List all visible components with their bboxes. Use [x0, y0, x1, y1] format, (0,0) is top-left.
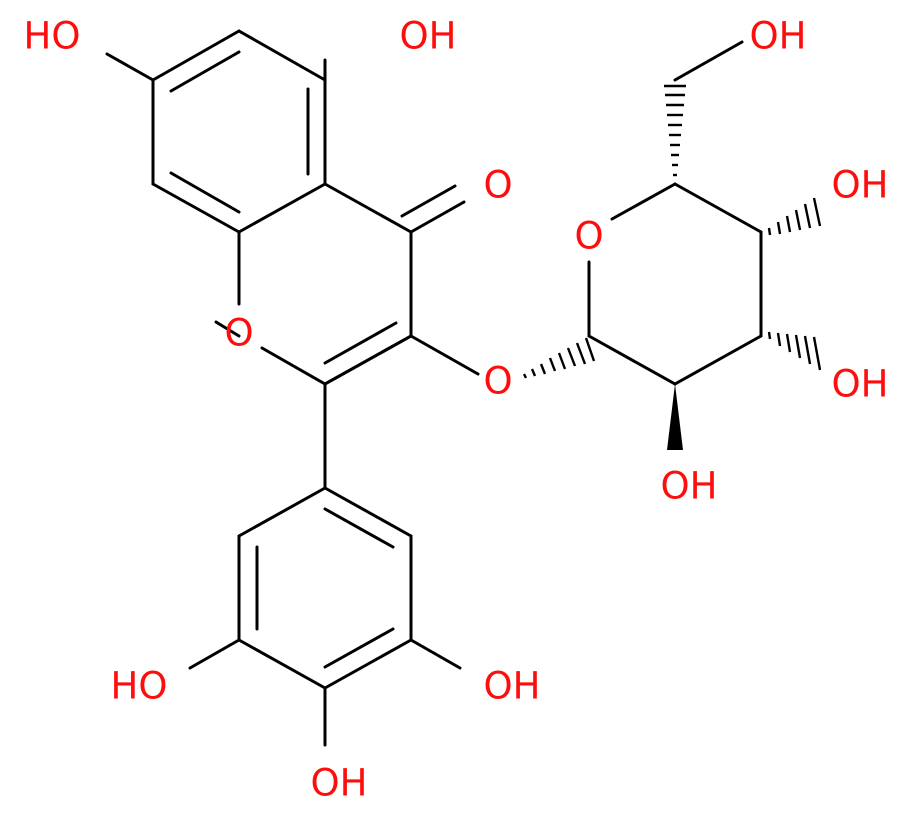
label-oh-3-sugar: OH	[832, 363, 889, 406]
label-glycosidic-o: O	[483, 360, 512, 403]
label-ring-o-chromone: O	[224, 312, 253, 355]
label-oh-5-phenyl: OH	[484, 665, 541, 708]
a-ring	[151, 29, 327, 234]
glycosidic-link	[409, 334, 596, 379]
c-ring	[214, 182, 466, 386]
hashed-bond-c3	[767, 331, 822, 371]
wedge-bond-c2	[667, 384, 683, 450]
a-ring-substituents	[105, 52, 327, 82]
label-oh-6-sugar: OH	[750, 15, 807, 58]
label-oh-4-sugar: OH	[832, 164, 889, 207]
label-oh-2-sugar: OH	[661, 465, 718, 508]
hashed-bond-c1	[522, 337, 596, 379]
atom-labels: HO OH O O O O OH OH OH OH HO OH OH	[24, 15, 889, 805]
b-ring	[188, 382, 462, 747]
label-carbonyl-o: O	[483, 164, 512, 207]
label-oh-7: HO	[24, 15, 81, 58]
label-oh-5: OH	[400, 15, 457, 58]
hashed-bond-c4	[767, 197, 822, 236]
label-ring-o-sugar: O	[574, 215, 603, 258]
hashed-bond-c6	[664, 84, 686, 177]
sugar-ring	[587, 40, 822, 450]
label-oh-3-phenyl: HO	[111, 665, 168, 708]
label-oh-4-phenyl: OH	[311, 762, 368, 805]
